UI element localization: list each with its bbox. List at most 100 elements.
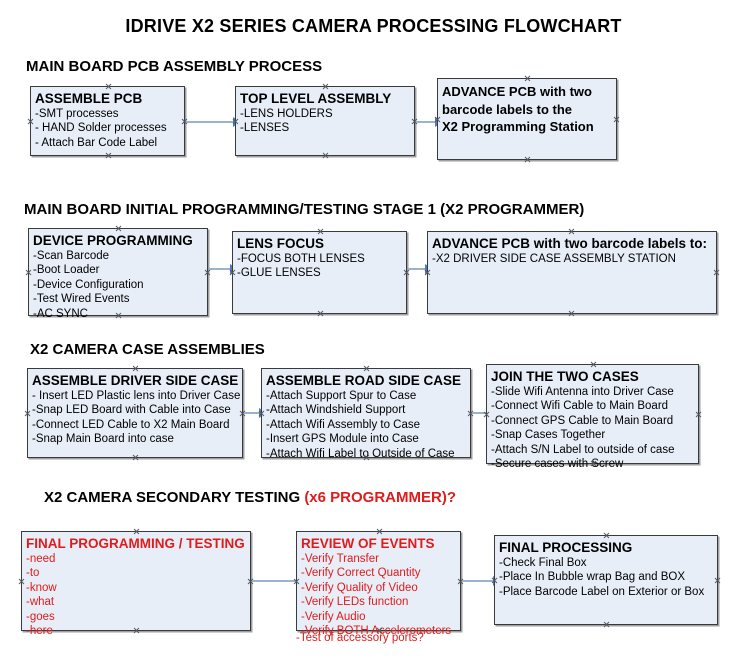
anchor-handle-right — [613, 116, 620, 123]
box-line: -Verify LEDs function — [301, 596, 409, 609]
section-heading-x2-camera-case-assemblies: X2 CAMERA CASE ASSEMBLIES — [30, 341, 265, 358]
review-of-events-overflow-line: -Test of accessory ports? — [296, 632, 424, 644]
box-line: - Attach Bar Code Label — [35, 136, 158, 149]
anchor-handle-top — [132, 365, 139, 372]
section-heading-x2-camera-secondary-testing: X2 CAMERA SECONDARY TESTING (x6 PROGRAMM… — [44, 489, 456, 506]
box-line: -what — [26, 596, 55, 609]
box-review-of-events[interactable]: REVIEW OF EVENTS -Verify Transfer -Verif… — [296, 528, 461, 637]
box-line: -Connect LED Cable to X2 Main Board — [32, 418, 230, 431]
box-assemble-pcb[interactable]: ASSEMBLE PCB -SMT processes - HAND Solde… — [30, 86, 185, 156]
box-line: -Attach Windshield Support — [266, 404, 406, 417]
box-final-programming-testing[interactable]: FINAL PROGRAMMING / TESTING -need -to -k… — [21, 531, 251, 637]
box-line: -Verify BOTH Accelerometers — [301, 625, 452, 638]
anchor-handle-top — [376, 528, 383, 535]
connector-final-programming-to-review — [252, 580, 296, 582]
box-line: -Device Configuration — [33, 278, 144, 291]
anchor-handle-top — [115, 225, 122, 232]
box-line: -Slide Wifi Antenna into Driver Case — [491, 385, 674, 398]
box-top-level-assembly[interactable]: TOP LEVEL ASSEMBLY -LENS HOLDERS -LENSES — [235, 86, 415, 156]
box-advance-pcb-programming-station[interactable]: ADVANCE PCB with two barcode labels to t… — [437, 78, 617, 160]
anchor-handle-left — [25, 269, 32, 276]
box-assemble-road-side-case[interactable]: ASSEMBLE ROAD SIDE CASE -Attach Support … — [261, 365, 471, 460]
anchor-handle-right — [695, 411, 702, 418]
box-title: FINAL PROGRAMMING / TESTING — [26, 536, 245, 551]
box-title: DEVICE PROGRAMMING — [33, 233, 193, 248]
anchor-handle-top — [322, 83, 329, 90]
box-line: -Snap LED Board with Cable into Case — [32, 404, 231, 417]
box-line: -Check Final Box — [499, 556, 587, 569]
box-line: -FOCUS BOTH LENSES — [237, 252, 365, 265]
box-line: -Place In Bubble wrap Bag and BOX — [499, 571, 686, 584]
anchor-handle-left — [27, 118, 34, 125]
box-title: FINAL PROCESSING — [499, 540, 633, 555]
anchor-handle-right — [403, 269, 410, 276]
box-line: - Insert LED Plastic lens into Driver Ca… — [32, 389, 241, 402]
box-line: -goes — [26, 610, 55, 623]
anchor-handle-top — [105, 83, 112, 90]
anchor-handle-top — [568, 228, 575, 235]
anchor-handle-bottom — [524, 156, 531, 163]
box-line: -LENS HOLDERS — [240, 107, 333, 120]
box-final-processing[interactable]: FINAL PROCESSING -Check Final Box -Place… — [494, 535, 718, 625]
box-line: -know — [26, 581, 57, 594]
box-line: -GLUE LENSES — [237, 267, 321, 280]
box-lens-focus[interactable]: LENS FOCUS -FOCUS BOTH LENSES -GLUE LENS… — [232, 231, 407, 314]
anchor-handle-left — [24, 410, 31, 417]
box-line: -Place Barcode Label on Exterior or Box — [499, 585, 705, 598]
box-title: TOP LEVEL ASSEMBLY — [240, 91, 392, 106]
box-line: -Snap Main Board into case — [32, 433, 174, 446]
anchor-handle-bottom — [317, 310, 324, 317]
box-join-the-two-cases[interactable]: JOIN THE TWO CASES -Slide Wifi Antenna i… — [486, 361, 702, 470]
box-line: -Secure cases with Screw — [491, 458, 624, 471]
page-title: IDRIVE X2 SERIES CAMERA PROCESSING FLOWC… — [125, 16, 622, 36]
section-heading-main-board-initial-programming: MAIN BOARD INITIAL PROGRAMMING/TESTING S… — [24, 201, 584, 218]
box-advance-pcb-driver-side-station[interactable]: ADVANCE PCB with two barcode labels to: … — [427, 231, 717, 314]
connector-top-level-to-advance-pcb — [416, 117, 443, 127]
connector-driver-side-to-road-side — [244, 408, 267, 418]
box-title: LENS FOCUS — [237, 236, 325, 251]
box-line: -Connect Wifi Cable to Main Board — [491, 400, 669, 413]
connector-device-programming-to-lens-focus — [209, 264, 238, 274]
anchor-handle-top — [603, 532, 610, 539]
section-heading-accent: (x6 PROGRAMMER)? — [304, 489, 456, 506]
box-title-line-1: ADVANCE PCB with two — [442, 84, 592, 99]
box-line: - HAND Solder processes — [35, 122, 167, 135]
section-heading-text: MAIN BOARD INITIAL PROGRAMMING/TESTING S… — [24, 201, 585, 218]
box-line: -Test Wired Events — [33, 293, 130, 306]
box-assemble-driver-side-case[interactable]: ASSEMBLE DRIVER SIDE CASE - Insert LED P… — [27, 368, 243, 458]
box-line: -Snap Cases Together — [491, 429, 606, 442]
anchor-handle-top — [317, 228, 324, 235]
section-heading-text: X2 CAMERA CASE ASSEMBLIES — [30, 341, 265, 358]
box-title: ASSEMBLE DRIVER SIDE CASE — [32, 373, 239, 388]
box-line: -SMT processes — [35, 107, 119, 120]
anchor-handle-right — [204, 269, 211, 276]
anchor-handle-bottom — [603, 621, 610, 628]
anchor-handle-top — [590, 361, 597, 368]
box-line: -Verify Transfer — [301, 552, 379, 565]
connector-review-to-final-processing — [462, 576, 501, 586]
anchor-handle-bottom — [105, 152, 112, 159]
box-line: -Verify Quality of Video — [301, 581, 418, 594]
box-line: -Connect GPS Cable to Main Board — [491, 414, 674, 427]
box-line: -Attach Support Spur to Case — [266, 389, 417, 402]
box-line: -Verify Correct Quantity — [301, 567, 421, 580]
box-line: -Boot Loader — [33, 264, 100, 277]
anchor-handle-bottom — [132, 454, 139, 461]
box-title-line-2: barcode labels to the — [442, 101, 573, 117]
box-line: -Scan Barcode — [33, 249, 110, 262]
box-device-programming[interactable]: DEVICE PROGRAMMING -Scan Barcode -Boot L… — [25, 225, 211, 320]
section-heading-text: X2 CAMERA SECONDARY TESTING — [44, 489, 305, 506]
connector-lens-focus-to-advance-pcb-driver — [408, 264, 433, 274]
anchor-handle-bottom — [568, 310, 575, 317]
anchor-handle-bottom — [322, 152, 329, 159]
box-title: REVIEW OF EVENTS — [301, 536, 435, 551]
box-line: -need — [26, 552, 56, 565]
box-title: ADVANCE PCB with two barcode labels to: — [432, 236, 708, 251]
connector-road-side-to-join-cases — [472, 408, 494, 418]
box-title: JOIN THE TWO CASES — [491, 369, 639, 384]
anchor-handle-top — [363, 365, 370, 372]
anchor-handle-right — [714, 577, 721, 584]
box-title-line-3: X2 Programming Station — [442, 119, 594, 135]
anchor-handle-right — [713, 269, 720, 276]
section-heading-text: MAIN BOARD PCB ASSEMBLY PROCESS — [26, 58, 323, 75]
